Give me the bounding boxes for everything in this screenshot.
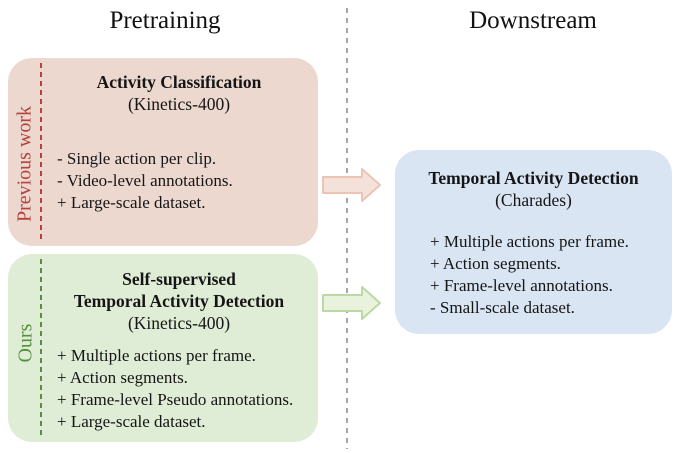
- downstream-bullet-list: + Multiple actions per frame. + Action s…: [430, 231, 666, 319]
- previous-work-to-downstream-arrow-icon: [322, 168, 381, 202]
- ours-dashed-rule: [40, 259, 42, 437]
- bullet-item: - Small-scale dataset.: [430, 298, 575, 317]
- previous-work-title: Activity Classification: [96, 72, 262, 92]
- ours-to-downstream-arrow-icon: [322, 286, 381, 320]
- previous-work-side-label: Previous work: [13, 105, 36, 223]
- bullet-item: + Frame-level Pseudo annotations.: [57, 390, 294, 409]
- ours-heading: Self-supervised Temporal Activity Detect…: [48, 268, 310, 334]
- previous-work-heading: Activity Classification (Kinetics-400): [48, 71, 310, 115]
- ours-bullet-list: + Multiple actions per frame. + Action s…: [57, 345, 312, 433]
- bullet-item: + Multiple actions per frame.: [430, 232, 629, 251]
- bullet-item: + Large-scale dataset.: [57, 412, 206, 431]
- bullet-item: + Large-scale dataset.: [57, 193, 206, 212]
- previous-work-bullet-list: - Single action per clip. - Video-level …: [57, 148, 312, 214]
- downstream-column-header: Downstream: [469, 7, 597, 34]
- previous-work-dataset: (Kinetics-400): [127, 94, 231, 114]
- bullet-item: - Video-level annotations.: [57, 171, 233, 190]
- bullet-item: + Action segments.: [57, 368, 188, 387]
- downstream-title: Temporal Activity Detection: [428, 168, 639, 188]
- downstream-heading: Temporal Activity Detection (Charades): [405, 167, 662, 211]
- bullet-item: + Multiple actions per frame.: [57, 346, 256, 365]
- previous-work-box: Previous work Activity Classification (K…: [8, 58, 318, 246]
- column-divider-dashed-line: [346, 8, 348, 449]
- pretraining-column-header: Pretraining: [109, 7, 221, 34]
- ours-title-line2: Temporal Activity Detection: [73, 291, 285, 311]
- bullet-item: - Single action per clip.: [57, 149, 217, 168]
- downstream-dataset: (Charades): [495, 190, 572, 210]
- bullet-item: + Action segments.: [430, 254, 561, 273]
- downstream-box: Temporal Activity Detection (Charades) +…: [395, 150, 672, 334]
- previous-work-dashed-rule: [40, 63, 42, 241]
- ours-title-line1: Self-supervised: [122, 269, 236, 289]
- ours-box: Ours Self-supervised Temporal Activity D…: [8, 254, 318, 442]
- ours-dataset: (Kinetics-400): [127, 313, 231, 333]
- bullet-item: + Frame-level annotations.: [430, 276, 613, 295]
- ours-side-label: Ours: [14, 323, 37, 363]
